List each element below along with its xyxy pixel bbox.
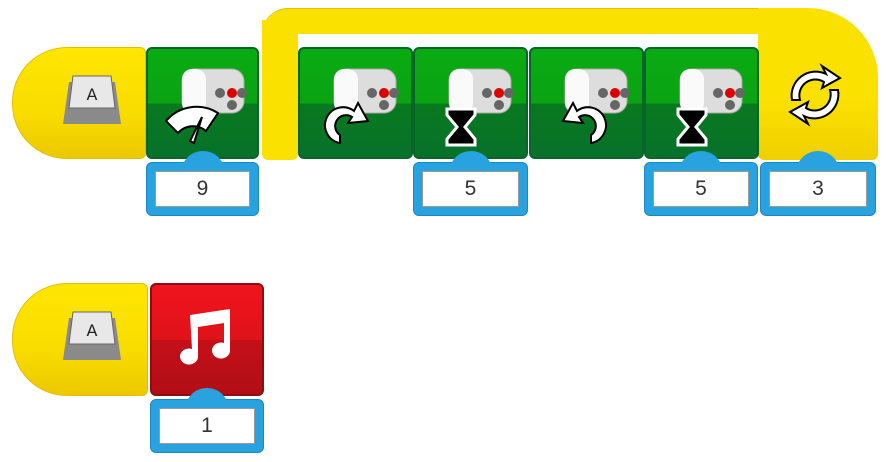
wait-block-1[interactable]: [413, 47, 528, 159]
loop-count-input[interactable]: 3: [760, 151, 876, 216]
keyboard-key-icon: A: [62, 311, 122, 361]
wait-input-1[interactable]: 5: [413, 151, 528, 216]
sound-value[interactable]: 1: [159, 408, 255, 444]
play-sound-block[interactable]: [150, 283, 264, 396]
rotate-clockwise-icon: [324, 68, 400, 145]
music-note-icon: [180, 309, 230, 365]
motor-power-block[interactable]: [146, 47, 259, 159]
motor-power-input[interactable]: 9: [146, 151, 259, 216]
power-value[interactable]: 9: [155, 171, 250, 207]
sound-input[interactable]: 1: [150, 388, 264, 453]
loop-count-value[interactable]: 3: [769, 171, 867, 207]
wait-input-2[interactable]: 5: [644, 151, 758, 216]
wait-value-1[interactable]: 5: [422, 171, 519, 207]
start-block-key-press[interactable]: A: [12, 47, 146, 159]
start-key-label: A: [87, 321, 98, 340]
speedometer-icon: [164, 68, 248, 145]
repeat-icon: [788, 63, 842, 127]
wait-block-2[interactable]: [644, 47, 759, 159]
start-key-label: A: [87, 85, 98, 104]
loop-left-leg: [262, 20, 298, 160]
rotate-counterclockwise-icon: [561, 68, 631, 145]
hourglass-icon: [445, 68, 515, 147]
motor-counterclockwise-block[interactable]: [529, 47, 644, 159]
wait-value-2[interactable]: 5: [653, 171, 749, 207]
start-block-key-press[interactable]: A: [12, 283, 148, 396]
loop-end-block[interactable]: [758, 8, 878, 160]
loop-top-bar: [262, 8, 782, 34]
hourglass-icon: [676, 68, 746, 147]
motor-clockwise-block[interactable]: [298, 47, 413, 159]
keyboard-key-icon: A: [62, 75, 122, 125]
